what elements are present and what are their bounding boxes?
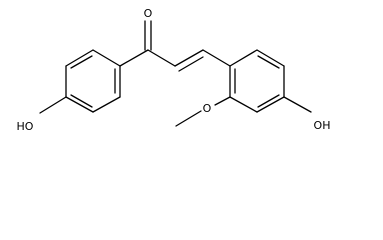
alkene-double-bond bbox=[178, 56, 204, 72]
left-hydroxyl-bond bbox=[39, 96, 67, 114]
left-ring-bond bbox=[65, 96, 94, 113]
right-ring-inner-bond bbox=[257, 94, 280, 108]
right-hydroxyl-label: OH bbox=[314, 119, 331, 132]
methoxy-bond bbox=[214, 96, 231, 106]
left-hydroxyl-label: HO bbox=[17, 120, 34, 133]
left-ring-inner-bond bbox=[70, 94, 93, 108]
left-ring-bond bbox=[65, 49, 94, 67]
right-ring-bond bbox=[229, 96, 258, 113]
left-ring-inner-bond bbox=[70, 55, 93, 69]
left-benzene-ring bbox=[65, 49, 121, 113]
right-ring-bond bbox=[256, 96, 285, 113]
left-ring-bond bbox=[92, 49, 121, 67]
left-ring-bond bbox=[92, 96, 121, 113]
methoxy-oxygen-label: O bbox=[203, 102, 212, 115]
chemical-structure-diagram: HO O OH O bbox=[17, 7, 331, 133]
right-ring-inner-bond bbox=[257, 55, 280, 69]
vinyl-aryl-bond bbox=[202, 49, 231, 67]
right-ring-bond bbox=[229, 49, 258, 67]
methyl-bond bbox=[175, 110, 202, 127]
right-ring-bond bbox=[256, 49, 285, 67]
alkene-double-bond bbox=[174, 49, 204, 67]
aryl-carbonyl-bond bbox=[119, 49, 149, 67]
carbonyl-oxygen-label: O bbox=[144, 7, 153, 20]
right-benzene-ring bbox=[229, 49, 285, 113]
right-hydroxyl-bond bbox=[283, 96, 312, 113]
carbonyl-alpha-bond bbox=[147, 49, 176, 67]
